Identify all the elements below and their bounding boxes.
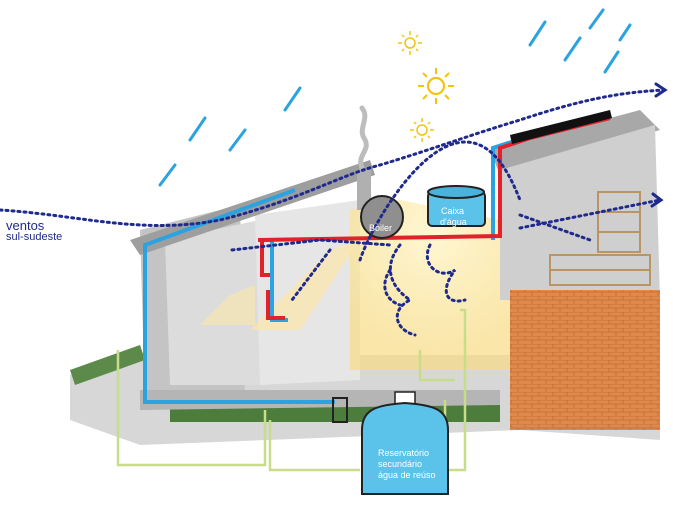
left-room	[165, 220, 265, 385]
chimney-smoke	[358, 105, 369, 171]
water-tank-label-line2: d'água	[440, 217, 467, 227]
attic	[500, 125, 660, 300]
reservoir-label-line2: secundário	[378, 459, 423, 469]
solar-panel	[510, 110, 612, 144]
water-tank-label-line1: Caixa	[441, 206, 465, 216]
light-beam	[350, 200, 520, 370]
sun-icon	[418, 68, 454, 104]
water-tank	[427, 185, 486, 227]
sun-icon	[398, 31, 422, 55]
chimney	[357, 170, 371, 210]
winds-label-line1: ventos	[6, 218, 45, 233]
light-beam	[200, 285, 255, 325]
grass-left	[70, 345, 145, 385]
wind-arrowheads	[650, 82, 668, 208]
right-roof	[490, 110, 660, 175]
filter-box	[332, 397, 348, 423]
winds-label-line2: sul-sudeste	[6, 231, 63, 243]
boiler-label: Boiler	[369, 223, 393, 233]
reservoir-label-line1: Reservatório	[378, 448, 430, 458]
wind-arrows	[0, 88, 667, 337]
rain-streaks	[158, 8, 632, 187]
reuse-reservoir	[361, 391, 449, 495]
sun-icon	[410, 118, 434, 142]
brick-wall	[510, 290, 660, 430]
shelving	[549, 191, 651, 286]
reservoir-label-line3: água de reúso	[378, 470, 436, 480]
